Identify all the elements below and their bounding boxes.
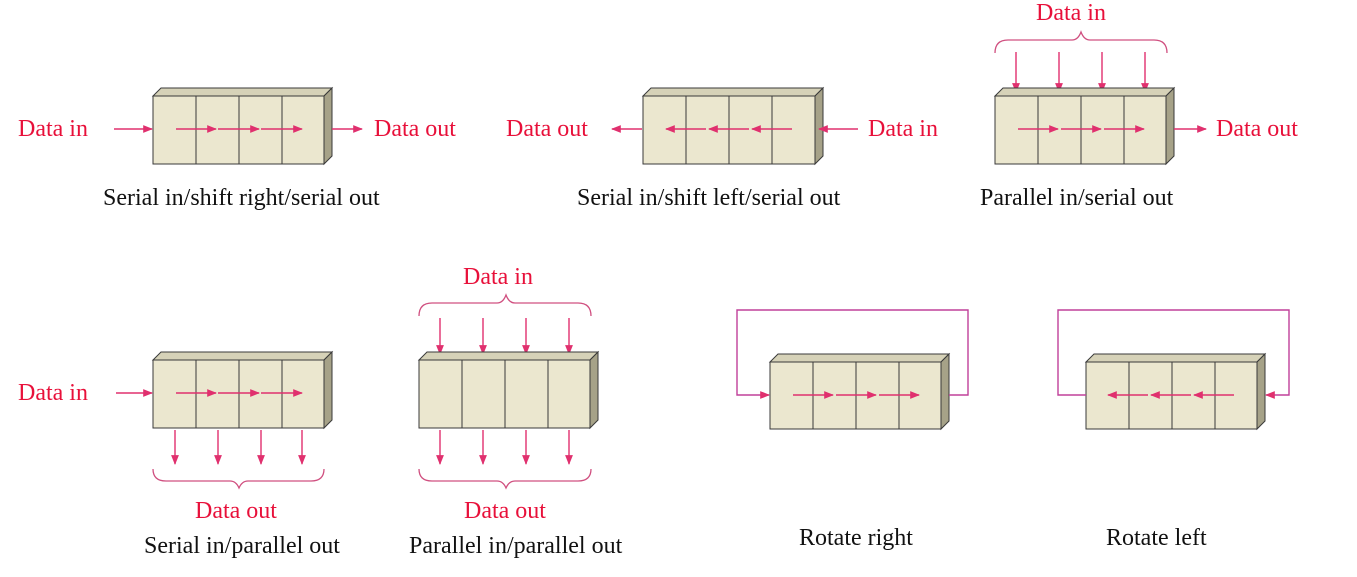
register-cell (461, 359, 506, 429)
diagram-caption: Rotate right (799, 525, 913, 551)
register (993, 86, 1176, 166)
diagram-caption: Parallel in/parallel out (409, 533, 623, 559)
register-side (1165, 86, 1175, 166)
output-brace (418, 468, 592, 490)
register-top (768, 353, 951, 363)
diagram-caption: Serial in/shift right/serial out (103, 185, 380, 211)
register-cell (281, 95, 325, 165)
register-top (641, 87, 825, 97)
register (641, 86, 825, 166)
register-cell (238, 95, 283, 165)
data-in-label: Data in (1036, 0, 1106, 26)
data-in-label: Data in (18, 116, 88, 142)
diagram-parallel-in-serial-out: Data in Data out Parallel in/serial out (980, 0, 1298, 211)
register-top (993, 87, 1176, 97)
data-out-label: Data out (1216, 116, 1298, 142)
rotate-feedback-loop (736, 309, 969, 399)
register-side (1256, 352, 1266, 431)
register-cell (238, 359, 283, 429)
register-cell (994, 95, 1039, 165)
register-top (151, 351, 334, 361)
diagram-rotate-right: Rotate right (736, 309, 969, 551)
data-in-label: Data in (18, 380, 88, 406)
data-out-label: Data out (195, 498, 277, 524)
diagram-parallel-in-parallel-out: Data in Data out Parallel in/parallel ou… (409, 264, 623, 559)
register-cell (1123, 95, 1167, 165)
register-cell (504, 359, 549, 429)
data-out-label: Data out (464, 498, 546, 524)
register-top (1084, 353, 1267, 363)
diagram-caption: Parallel in/serial out (980, 185, 1174, 211)
register-cell (685, 95, 730, 165)
register-side (323, 86, 333, 166)
diagram-serial-in-shift-right-serial-out: Data in Data out Serial in/shift right/s… (18, 86, 456, 211)
register-cell (547, 359, 591, 429)
input-brace (994, 30, 1168, 54)
register-top (151, 87, 334, 97)
register-cell (771, 95, 816, 165)
register (768, 352, 951, 431)
register-cell (195, 359, 240, 429)
register-cell (152, 359, 197, 429)
register-side (323, 350, 333, 430)
register-cell (418, 359, 463, 429)
data-out-label: Data out (374, 116, 456, 142)
register (151, 350, 334, 430)
diagram-caption: Serial in/shift left/serial out (577, 185, 841, 211)
data-out-label: Data out (506, 116, 588, 142)
register-cell (728, 95, 773, 165)
rotate-feedback-loop (1057, 309, 1290, 399)
diagram-serial-in-shift-left-serial-out: Data out Data in Serial in/shift left/se… (506, 86, 938, 211)
register (1084, 352, 1267, 431)
data-in-label: Data in (868, 116, 938, 142)
register (151, 86, 334, 166)
register-cell (281, 359, 325, 429)
data-in-label: Data in (463, 264, 533, 290)
register-cell (642, 95, 687, 165)
register (417, 350, 600, 430)
register-cell (1037, 95, 1082, 165)
input-brace (418, 293, 592, 317)
diagram-caption: Rotate left (1106, 525, 1207, 551)
register-top (417, 351, 600, 361)
register-cell (195, 95, 240, 165)
output-brace (152, 468, 325, 490)
register-side (589, 350, 599, 430)
register-cell (152, 95, 197, 165)
register-cell (1080, 95, 1125, 165)
diagram-rotate-left: Rotate left (1057, 309, 1290, 551)
diagram-caption: Serial in/parallel out (144, 533, 340, 559)
diagram-serial-in-parallel-out: Data in Data out Serial in/parallel out (18, 350, 340, 559)
register-side (940, 352, 950, 431)
register-side (814, 86, 824, 166)
